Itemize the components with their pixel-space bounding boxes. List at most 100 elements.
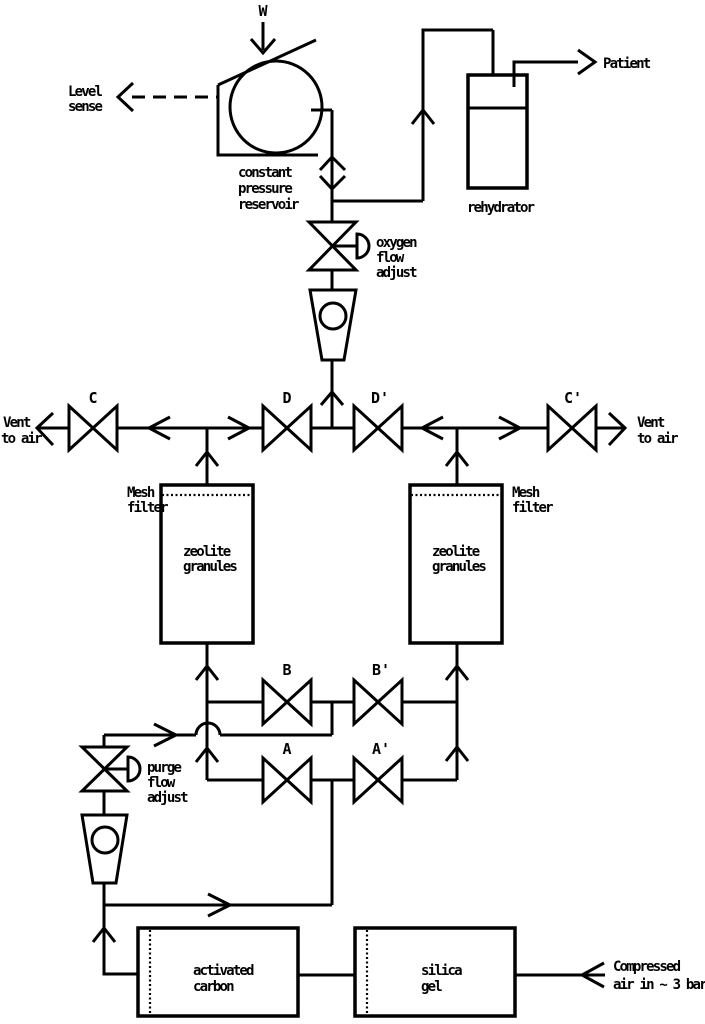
up-arrowhead-icon — [91, 925, 117, 943]
zeolite-right-label-line1: zeolite — [432, 544, 480, 560]
zeolite-column-left: Mesh filter zeolite granules — [127, 428, 255, 645]
right-arrowhead-icon — [227, 415, 253, 441]
valve-a: A — [261, 740, 313, 806]
activated-carbon-label-line1: activated — [193, 963, 254, 979]
reservoir-label-line3: reservoir — [238, 197, 299, 213]
a-valve-line — [207, 778, 457, 905]
right-arrowhead-icon — [207, 892, 234, 918]
zeolite-column-right: Mesh filter zeolite granules — [408, 428, 555, 645]
patient-line — [512, 60, 578, 87]
compressed-air-label-line2: air in ~ 3 bar — [613, 977, 705, 993]
valve-icon — [261, 754, 313, 806]
up-arrowhead-icon — [194, 745, 220, 763]
vent-left-arrowhead-icon — [34, 411, 55, 447]
silica-gel-label-line1: silica — [421, 963, 462, 979]
valve-d-prime: D' — [352, 389, 404, 454]
valve-c-prime: C' — [546, 389, 598, 454]
activated-carbon-label-line2: carbon — [193, 979, 234, 995]
valve-handle-icon — [126, 755, 142, 783]
filter-vessel — [136, 926, 300, 1018]
vent-left-label-line1: Vent — [3, 415, 31, 431]
valve-b-label: B — [282, 661, 291, 679]
valve-c: C — [67, 389, 119, 454]
mesh-filter-right-label-line1: Mesh — [512, 485, 540, 501]
purge-flow-label-line1: purge — [147, 760, 182, 776]
column-vessel — [408, 483, 504, 645]
rotameter-float — [90, 825, 120, 855]
right-arrowhead-icon — [577, 48, 598, 76]
vent-left-label-line2: to air — [1, 431, 42, 447]
purge-flow-label-line3: adjust — [147, 790, 188, 806]
zeolite-left-label-line2: granules — [183, 559, 237, 575]
valve-d-prime-label: D' — [371, 389, 389, 407]
reservoir-label-line2: pressure — [238, 181, 292, 197]
product-line — [311, 28, 495, 222]
feed-lines — [91, 892, 332, 976]
vent-right-label-line1: Vent — [637, 415, 665, 431]
silica-gel-filter: silica gel — [353, 926, 517, 1018]
down-arrowhead-icon — [249, 38, 277, 56]
up-arrowhead-icon — [444, 449, 470, 467]
up-arrowhead-icon — [194, 663, 220, 681]
oxygen-flow-label-line2: flow — [376, 250, 405, 266]
filter-vessel — [353, 926, 517, 1018]
down-arrowhead-icon — [318, 174, 347, 192]
compressed-air-inlet: Compressed air in ~ 3 bar — [515, 959, 705, 993]
activated-carbon-filter: activated carbon — [136, 926, 300, 1018]
pipe-crossover-hop — [194, 721, 222, 736]
zeolite-left-label-line1: zeolite — [183, 544, 231, 560]
main-valve-line: Vent to air Vent to air — [1, 411, 680, 447]
oxygen-flow-adjust-valve: oxygen flow adjust — [305, 220, 419, 281]
valve-icon — [352, 754, 404, 806]
level-sense: Level sense — [68, 81, 218, 115]
valve-c-label: C — [88, 389, 97, 407]
lower-risers — [194, 643, 470, 780]
right-arrowhead-icon — [498, 415, 524, 441]
valve-b-prime: B' — [352, 661, 404, 728]
valve-c-prime-label: C' — [564, 389, 582, 407]
valve-a-prime-label: A' — [372, 740, 390, 758]
vent-right-arrowhead-icon — [607, 411, 628, 447]
valve-d-label: D — [282, 389, 291, 407]
patient-outlet: Patient — [512, 48, 653, 87]
valve-icon — [352, 676, 404, 728]
feed-left-riser — [102, 905, 138, 976]
up-arrowhead-icon — [194, 449, 220, 467]
mesh-filter-right-label-line2: filter — [512, 500, 553, 516]
weight-label: W — [258, 2, 268, 20]
valve-icon — [261, 676, 313, 728]
rehydrator-label: rehydrator — [467, 200, 535, 216]
vent-right-label-line2: to air — [637, 431, 678, 447]
purge-flow-adjust-valve: purge flow adjust — [78, 735, 190, 806]
zeolite-right-label-line2: granules — [432, 559, 486, 575]
left-arrowhead-icon — [115, 81, 135, 113]
column-vessel — [159, 483, 255, 645]
weight-arrow: W — [249, 2, 277, 56]
left-arrowhead-icon — [418, 415, 444, 441]
valve-icon — [546, 402, 598, 454]
rehydrator: rehydrator — [466, 73, 536, 216]
up-arrowhead-icon — [444, 744, 470, 762]
valve-b: B — [261, 661, 313, 728]
left-arrowhead-icon — [145, 415, 171, 441]
rehydrator-vessel — [466, 73, 529, 190]
patient-label: Patient — [603, 56, 651, 72]
purge-line — [104, 721, 332, 748]
valve-icon — [261, 402, 313, 454]
oxygen-flow-label-line1: oxygen — [376, 235, 417, 251]
constant-pressure-reservoir: constant pressure reservoir — [216, 38, 324, 213]
level-sense-label-line2: sense — [68, 99, 103, 115]
valve-d: D — [261, 389, 313, 454]
purge-flow-label-line2: flow — [147, 775, 176, 791]
up-arrowhead-icon — [318, 154, 347, 172]
rotameter-float — [318, 301, 348, 331]
valve-handle-icon — [355, 232, 371, 260]
up-arrowhead-icon — [319, 389, 345, 406]
up-arrowhead-icon — [444, 663, 470, 681]
mesh-filter-left-label-line1: Mesh — [127, 485, 155, 501]
valve-a-label: A — [282, 740, 291, 758]
mesh-filter-left-label-line2: filter — [127, 500, 168, 516]
right-arrowhead-icon — [153, 722, 180, 748]
silica-gel-label-line2: gel — [421, 979, 442, 995]
